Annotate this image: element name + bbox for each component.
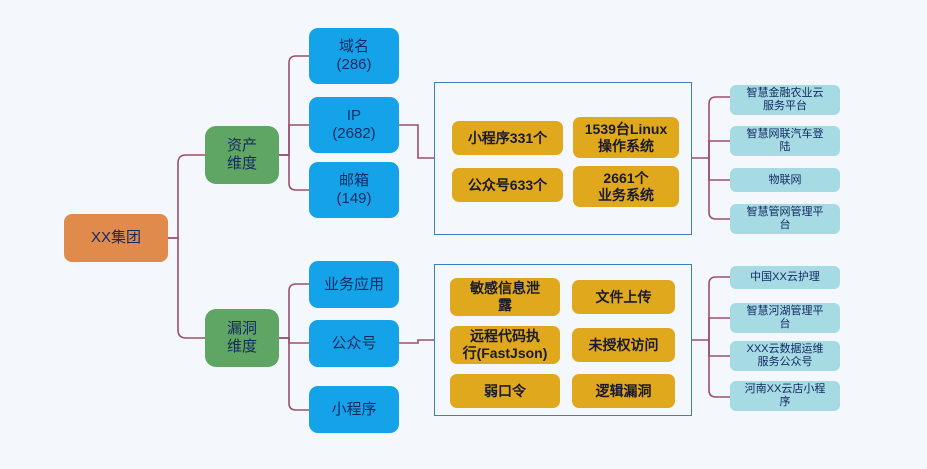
dimension-node-asset[interactable]: 资产 维度 — [205, 126, 279, 184]
category-node-official-account[interactable]: 公众号 — [309, 320, 399, 367]
category-node-ip[interactable]: IP (2682) — [309, 97, 399, 153]
stat-node-file-upload[interactable]: 文件上传 — [572, 280, 675, 314]
asset-stats-panel — [434, 82, 692, 235]
stat-node-sensitive-info-leak[interactable]: 敏感信息泄 露 — [450, 278, 560, 316]
example-node-finance-agri-cloud[interactable]: 智慧金融农业云 服务平台 — [730, 85, 840, 115]
category-node-business-app[interactable]: 业务应用 — [309, 261, 399, 308]
stat-node-weak-password[interactable]: 弱口令 — [450, 374, 560, 408]
stat-node-remote-code-execution[interactable]: 远程代码执 行(FastJson) — [450, 326, 560, 364]
example-node-pipeline-network-platform[interactable]: 智慧管网管理平 台 — [730, 204, 840, 234]
example-node-iot[interactable]: 物联网 — [730, 168, 840, 192]
category-node-domain[interactable]: 域名 (286) — [309, 28, 399, 84]
example-node-china-xx-cloud-care[interactable]: 中国XX云护理 — [730, 266, 840, 289]
category-node-email[interactable]: 邮箱 (149) — [309, 162, 399, 218]
vulnerability-stats-panel — [434, 264, 692, 416]
example-node-river-lake-platform[interactable]: 智慧河湖管理平 台 — [730, 303, 840, 333]
stat-node-logic-flaw[interactable]: 逻辑漏洞 — [572, 374, 675, 408]
root-node-xx-group[interactable]: XX集团 — [64, 214, 168, 262]
stat-node-official-account-count[interactable]: 公众号633个 — [452, 168, 563, 202]
stat-node-linux-os-count[interactable]: 1539台Linux 操作系统 — [573, 117, 679, 158]
category-node-mini-program[interactable]: 小程序 — [309, 386, 399, 433]
dimension-node-vulnerability[interactable]: 漏洞 维度 — [205, 309, 279, 367]
example-node-connected-vehicle-login[interactable]: 智慧网联汽车登 陆 — [730, 126, 840, 156]
example-node-henan-xx-cloud-shop[interactable]: 河南XX云店小程 序 — [730, 381, 840, 411]
stat-node-unauthorized-access[interactable]: 未授权访问 — [572, 328, 675, 362]
example-node-cloud-data-ops-account[interactable]: XXX云数据运维 服务公众号 — [730, 341, 840, 371]
stat-node-business-system-count[interactable]: 2661个 业务系统 — [573, 166, 679, 207]
stat-node-miniprogram-count[interactable]: 小程序331个 — [452, 121, 563, 155]
